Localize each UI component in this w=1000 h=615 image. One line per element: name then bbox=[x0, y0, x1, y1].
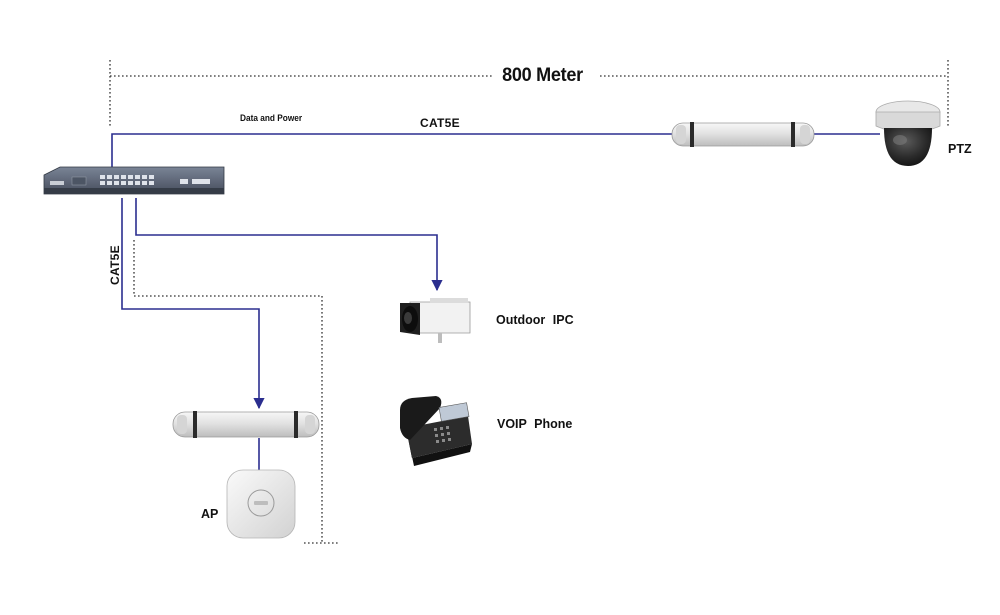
poe-extender-icon-top bbox=[671, 122, 815, 147]
distance-label: 800 Meter bbox=[502, 65, 583, 86]
voip-phone-icon bbox=[400, 396, 472, 466]
poe-extender-icon-bottom bbox=[172, 411, 320, 438]
cable-label-top: CAT5E bbox=[420, 116, 460, 130]
cable-to-outdoor-ipc bbox=[135, 198, 443, 292]
access-point-icon bbox=[226, 469, 296, 539]
cable-to-ap-extender bbox=[121, 198, 265, 410]
cable-label-side: CAT5E bbox=[108, 245, 122, 285]
side-distance-dimension bbox=[133, 240, 338, 544]
outdoor-ipc-label: Outdoor IPC bbox=[496, 313, 574, 327]
ap-label: AP bbox=[201, 507, 219, 521]
data-and-power-label: Data and Power bbox=[240, 113, 303, 123]
cable-to-ptz bbox=[111, 133, 672, 168]
distance-dimension bbox=[109, 60, 949, 128]
ptz-camera-icon bbox=[875, 100, 941, 166]
bullet-camera-icon bbox=[400, 298, 471, 343]
poe-switch-icon bbox=[43, 166, 225, 195]
ptz-label: PTZ bbox=[948, 142, 972, 156]
voip-phone-label: VOIP Phone bbox=[497, 417, 573, 431]
cable-lines bbox=[111, 133, 880, 470]
